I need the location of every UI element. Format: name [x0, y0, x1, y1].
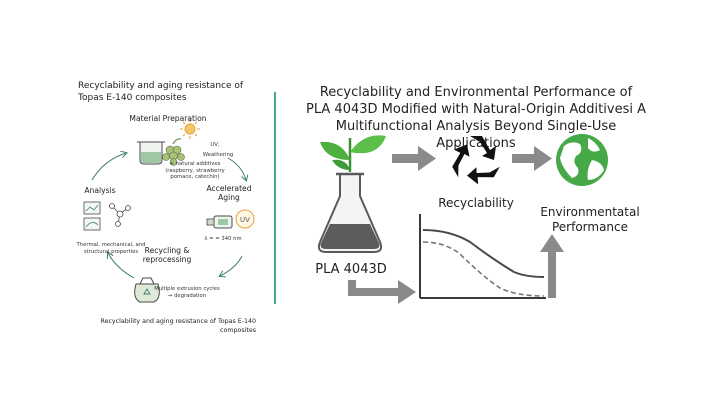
cycle-arrow-prep-to-aging: [227, 157, 246, 180]
uv-lamp-icon: UV: [206, 209, 255, 229]
right-panel-title: Recyclability and Environmental Performa…: [306, 85, 646, 151]
arrow-graph-to-environment: [540, 234, 564, 298]
label-analysis-properties: Thermal, mechanical, and structural prop…: [76, 242, 146, 255]
label-recyclability: Recyclability: [438, 196, 514, 210]
label-wavelength: λ = = 340 nm: [204, 236, 242, 242]
earth-globe-icon: [556, 134, 608, 186]
svg-text:UV: UV: [240, 216, 250, 224]
label-uv: UV,: [210, 142, 220, 148]
molecule-icon: [109, 203, 131, 227]
label-extrusion-cycles: Multiple extrusion cycles → degradation: [154, 286, 220, 299]
label-accelerated-aging: Accelerated Aging: [206, 184, 252, 202]
label-weathering: Weathering: [202, 152, 234, 158]
arrow-plant-to-recycle: [392, 146, 436, 171]
flow-diagram: [317, 134, 608, 304]
berries-icon: [162, 138, 185, 166]
left-panel-title: Recyclability and aging resistance of To…: [78, 81, 244, 103]
graph-curve-solid: [422, 229, 545, 278]
recycling-bag-icon: [134, 277, 160, 303]
cycle-arrow-aging-to-recycling: [220, 255, 243, 276]
label-recycling: Recycling & reprocessing: [142, 246, 192, 264]
cycle-diagram: UV: [83, 119, 255, 303]
sun-icon: [180, 119, 200, 139]
recycle-icon: [452, 136, 500, 185]
label-natural-additives: + natural additives (raspberry, strawber…: [165, 161, 225, 180]
arrow-recycle-to-globe: [512, 146, 552, 171]
analysis-chart-icon: [83, 201, 101, 231]
arrow-flask-to-graph: [348, 280, 416, 304]
graph-curve-dashed: [422, 241, 545, 297]
plant-sprout-icon: [320, 135, 386, 172]
label-pla-4043d: PLA 4043D: [315, 262, 387, 277]
beaker-icon: [137, 141, 165, 165]
cycle-arrow-analysis-to-prep: [91, 153, 126, 181]
label-environmental-performance: Environmentatal Performance: [540, 205, 640, 234]
label-analysis: Analysis: [84, 186, 116, 195]
label-material-preparation: Material Preparation: [129, 114, 207, 123]
panel-divider: [274, 92, 276, 304]
cycle-arrow-recycling-to-analysis: [108, 253, 135, 279]
left-panel-caption: Recyclability and aging resistance of To…: [100, 318, 256, 334]
erlenmeyer-flask-icon: [317, 172, 383, 253]
degradation-graph: [419, 214, 546, 299]
